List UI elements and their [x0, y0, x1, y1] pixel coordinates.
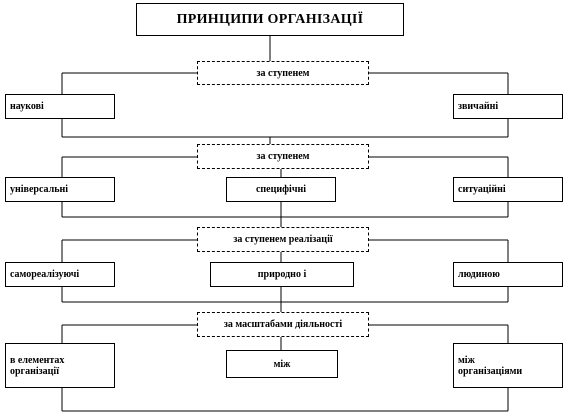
principle-box-between-organizations-line-1: між — [458, 354, 475, 366]
criterion-label-3: за ступенем реалізації — [197, 227, 369, 252]
principle-box-specific: специфічні — [226, 177, 336, 202]
principle-box-between-organizations: між організаціями — [453, 343, 563, 388]
diagram-title: ПРИНЦИПИ ОРГАНІЗАЦІЇ — [136, 3, 404, 36]
principle-box-within-elements-line-2: організації — [10, 365, 59, 377]
principle-box-natural: природно і — [210, 262, 354, 287]
principle-box-between-organizations-line-2: організаціями — [458, 365, 523, 377]
principle-box-ordinary: звичайні — [453, 94, 563, 119]
criterion-label-2: за ступенем — [197, 144, 369, 169]
connector-group-3-bottom — [61, 287, 509, 312]
principle-box-within-elements: в елементах організації — [5, 343, 115, 388]
principle-box-universal: універсальні — [5, 177, 115, 202]
connector-group-2-bottom — [61, 202, 509, 227]
connector-group-4-bottom — [61, 388, 509, 412]
principle-box-situational: ситуаційні — [453, 177, 563, 202]
criterion-label-1: за ступенем — [197, 61, 369, 85]
connector-group-1-bottom — [61, 119, 509, 144]
principle-box-between: між — [226, 350, 338, 378]
principle-box-within-elements-line-1: в елементах — [10, 354, 65, 366]
principle-box-human: людиною — [453, 262, 563, 287]
principle-box-scientific: наукові — [5, 94, 115, 119]
principle-box-self-realizing: самореалізуючі — [5, 262, 115, 287]
criterion-label-4: за масштабами діяльності — [197, 312, 369, 337]
